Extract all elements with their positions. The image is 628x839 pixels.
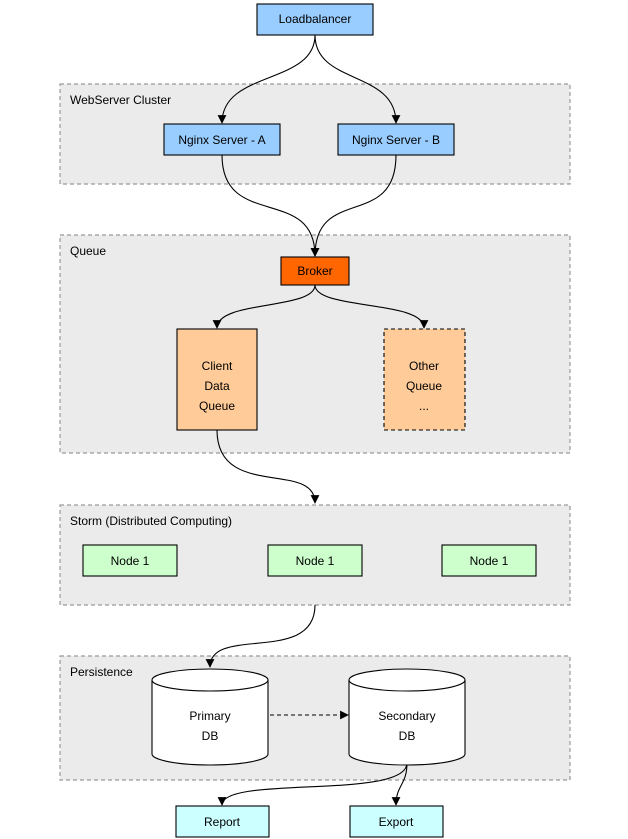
group-label-queue: Queue xyxy=(70,244,106,258)
edge-loadbalancer-nginx-b xyxy=(314,34,401,124)
primary-db-line-2: DB xyxy=(202,729,219,743)
secondary-db-line-2: DB xyxy=(399,729,416,743)
node-label-broker: Broker xyxy=(297,264,332,278)
storm-node-3-label: Node 1 xyxy=(470,554,509,568)
secondary-db-line-1: Secondary xyxy=(378,709,435,723)
node-label-export: Export xyxy=(379,815,414,829)
primary-db-top xyxy=(151,668,269,692)
other-queue-line-1: Other xyxy=(409,359,439,373)
group-webserver-cluster: WebServer Cluster xyxy=(59,83,571,185)
edge-nginx-b-broker xyxy=(310,154,397,257)
edge-secondary-db-export xyxy=(391,762,408,806)
edge-client-queue-storm xyxy=(216,429,320,504)
storm-node-2-label: Node 1 xyxy=(296,554,335,568)
node-other-queue: Other Queue ... xyxy=(383,328,466,431)
client-queue-line-1: Client xyxy=(202,359,233,373)
primary-db-line-1: Primary xyxy=(189,709,230,723)
client-queue-line-2: Data xyxy=(204,379,230,393)
node-broker: Broker xyxy=(280,256,350,286)
secondary-db-top xyxy=(348,668,466,692)
edge-broker-client-queue xyxy=(212,284,316,329)
node-storm-node-1: Node 1 xyxy=(82,544,178,577)
group-label-persistence: Persistence xyxy=(70,665,133,679)
node-primary-db: Primary DB xyxy=(151,668,269,766)
node-loadbalancer: Loadbalancer xyxy=(256,3,374,36)
node-storm-node-3: Node 1 xyxy=(441,544,537,577)
node-client-data-queue: Client Data Queue xyxy=(176,328,258,431)
node-label-report: Report xyxy=(204,815,241,829)
node-nginx-a: Nginx Server - A xyxy=(163,123,281,156)
node-label-nginx-b: Nginx Server - B xyxy=(352,133,440,147)
connectors xyxy=(205,34,429,806)
edge-secondary-db-report xyxy=(217,762,408,806)
other-queue-line-3: ... xyxy=(419,399,429,413)
node-report: Report xyxy=(175,805,270,838)
edge-broker-other-queue xyxy=(314,284,429,329)
edge-loadbalancer-nginx-a xyxy=(217,34,316,124)
group-label-webserver: WebServer Cluster xyxy=(70,93,171,107)
storm-node-1-label: Node 1 xyxy=(111,554,150,568)
node-nginx-b: Nginx Server - B xyxy=(337,123,455,156)
client-queue-line-3: Queue xyxy=(199,399,235,413)
group-label-storm: Storm (Distributed Computing) xyxy=(70,514,232,528)
node-label-nginx-a: Nginx Server - A xyxy=(178,133,265,147)
edge-nginx-a-broker xyxy=(221,154,320,257)
node-storm-node-2: Node 1 xyxy=(267,544,363,577)
node-label-loadbalancer: Loadbalancer xyxy=(279,12,352,26)
other-queue-line-2: Queue xyxy=(406,379,442,393)
node-secondary-db: Secondary DB xyxy=(348,668,466,766)
node-export: Export xyxy=(349,805,444,838)
group-persistence: Persistence xyxy=(59,655,571,781)
edge-storm-primary-db xyxy=(205,604,316,668)
